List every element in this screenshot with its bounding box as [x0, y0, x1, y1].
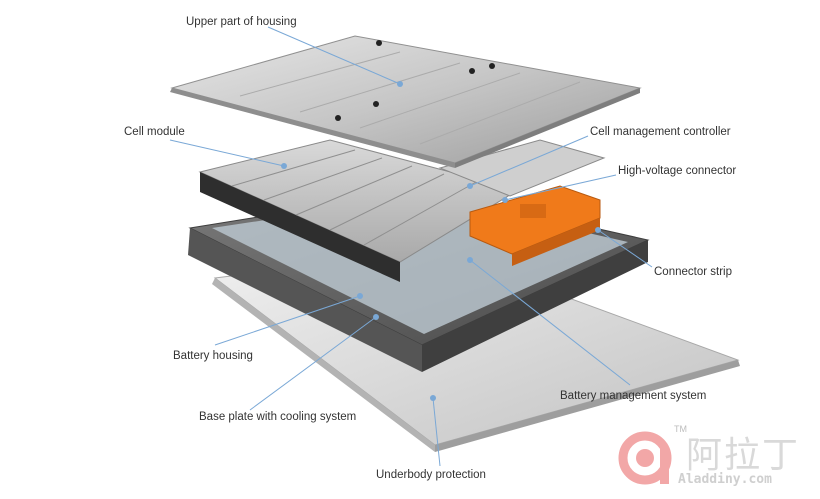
watermark-logo-icon	[618, 431, 672, 485]
label-connector-strip: Connector strip	[654, 266, 732, 278]
label-battery-management-system: Battery management system	[560, 390, 707, 402]
callout-dot	[430, 395, 436, 401]
callout-dots	[281, 81, 601, 401]
label-high-voltage-connector: High-voltage connector	[618, 165, 737, 177]
callout-dot	[373, 314, 379, 320]
watermark-trademark: TM	[674, 424, 687, 434]
watermark-url: Aladdiny.com	[678, 472, 772, 487]
callout-dot	[357, 293, 363, 299]
label-cell-module: Cell module	[124, 126, 185, 138]
callout-lines	[169, 26, 653, 467]
callout-dot	[595, 227, 601, 233]
label-battery-housing: Battery housing	[173, 350, 253, 362]
label-cell-management-controller: Cell management controller	[590, 126, 731, 138]
callout-dot	[281, 163, 287, 169]
label-upper-part-of-housing: Upper part of housing	[186, 16, 297, 28]
high-voltage-connector	[469, 185, 601, 266]
upper-housing-lid	[170, 35, 642, 168]
callout-dot	[502, 197, 508, 203]
watermark-text: 阿拉丁	[686, 435, 801, 476]
cell-management-controller-area	[438, 139, 606, 197]
callout-dot	[467, 183, 473, 189]
callout-dot	[397, 81, 403, 87]
callout-dot	[467, 257, 473, 263]
label-base-plate-with-cooling-system: Base plate with cooling system	[199, 411, 357, 423]
cell-modules	[198, 139, 520, 282]
aladdin-watermark: TM 阿拉丁 Aladdiny.com	[616, 424, 816, 496]
label-underbody-protection: Underbody protection	[376, 469, 486, 481]
